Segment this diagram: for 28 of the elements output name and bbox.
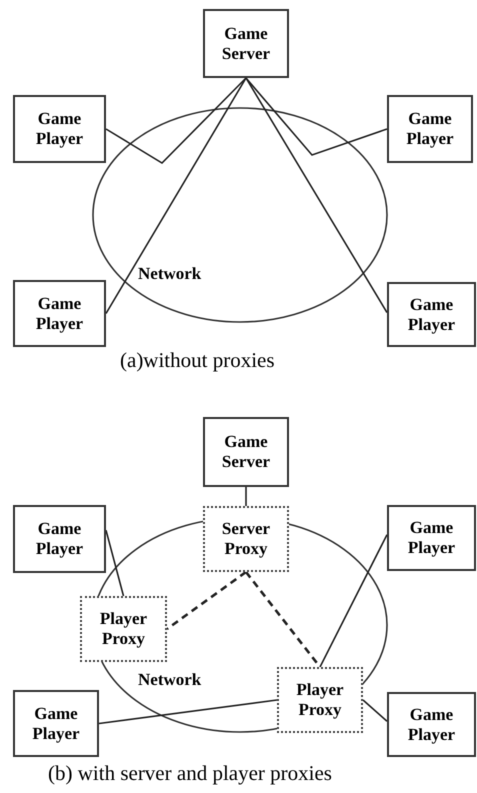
proxy-box: Server Proxy (203, 506, 289, 572)
connector-line (98, 699, 278, 724)
connector-line (106, 77, 247, 164)
network-label: Network (138, 264, 202, 284)
player-box: Game Player (387, 282, 476, 347)
player-box: Game Player (387, 95, 473, 163)
player-box: Game Player (13, 280, 106, 347)
connector-line (245, 77, 388, 156)
player-box: Game Player (387, 505, 476, 571)
player-box: Game Player (13, 95, 106, 163)
dashed-connector (244, 571, 322, 668)
connector-line (105, 78, 247, 314)
player-box: Game Player (13, 690, 99, 757)
connector-line (245, 78, 388, 313)
caption: (a)without proxies (120, 348, 275, 373)
player-box: Game Player (387, 692, 476, 757)
server-box: Game Server (203, 417, 289, 487)
caption: (b) with server and player proxies (48, 761, 332, 786)
connector-line (319, 534, 388, 668)
proxy-box: Player Proxy (80, 596, 167, 662)
dashed-connector (166, 570, 247, 630)
player-box: Game Player (13, 505, 106, 573)
proxy-box: Player Proxy (277, 667, 363, 733)
server-box: Game Server (203, 9, 289, 78)
connector-line (245, 487, 247, 506)
connector-line (105, 530, 124, 596)
connector-line (362, 699, 388, 722)
network-label: Network (138, 670, 202, 690)
